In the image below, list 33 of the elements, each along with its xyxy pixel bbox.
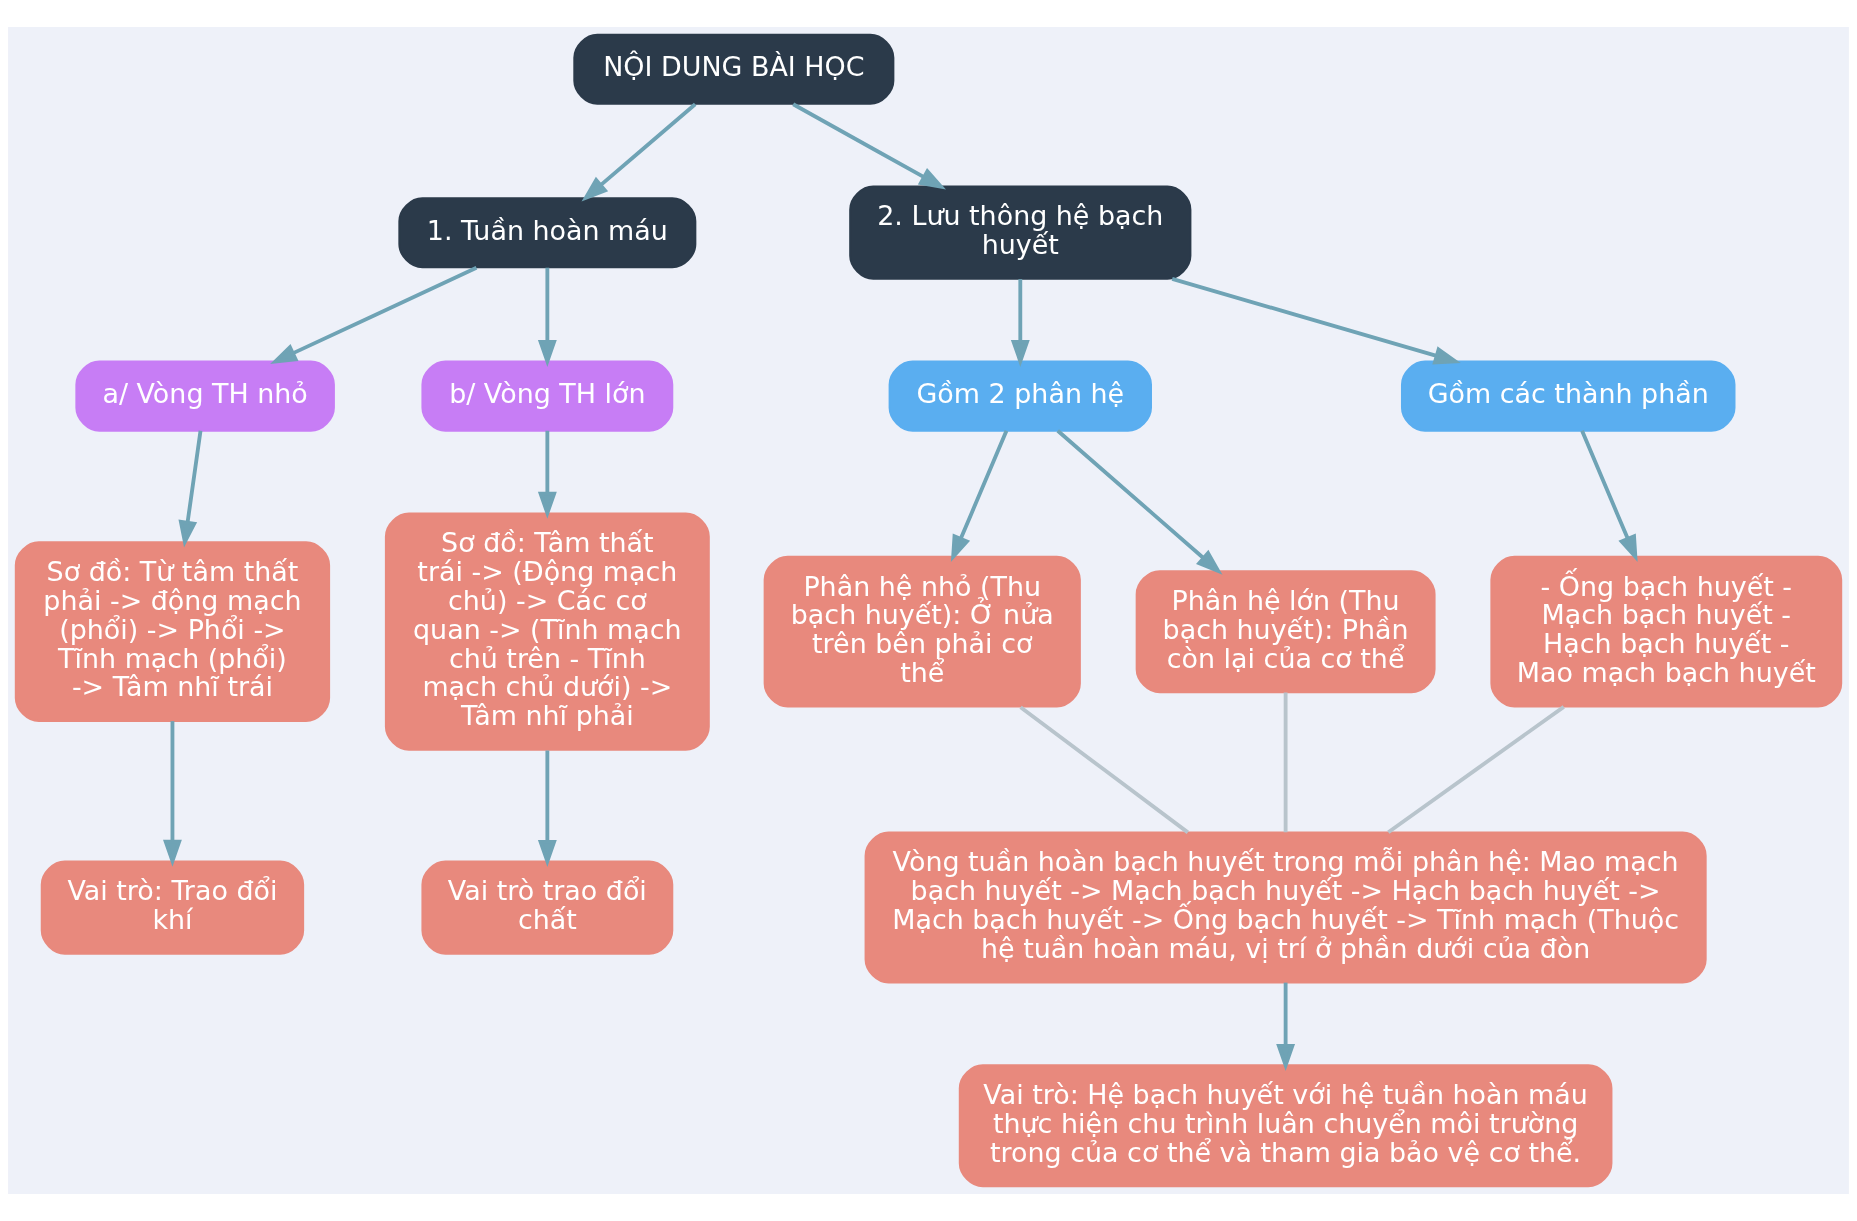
arrow bbox=[537, 430, 557, 519]
arrow bbox=[1056, 429, 1223, 575]
arrow bbox=[581, 102, 697, 202]
arrow bbox=[1010, 279, 1030, 367]
arrow bbox=[163, 721, 182, 867]
connector bbox=[1283, 692, 1288, 833]
connector bbox=[1387, 705, 1565, 834]
arrow bbox=[1276, 982, 1296, 1071]
node-box: Gồm 2 phân hệ bbox=[888, 360, 1152, 432]
arrow bbox=[270, 265, 478, 364]
node-box: Vai trò trao đổi chất bbox=[421, 860, 674, 955]
connector bbox=[1019, 705, 1189, 834]
node-box: - Ống bạch huyết - Mạch bạch huyết - Hạch bạch huyết - Mao mạch bạch huyết bbox=[1490, 555, 1843, 708]
arrow bbox=[537, 267, 557, 367]
node-box: Phân hệ lớn (Thu bạch huyết): Phần còn lại của cơ thể bbox=[1135, 570, 1436, 694]
node-box: Sơ đồ: Từ tâm thất phải -> động mạch (phổi) -> Phổi -> Tĩnh mạch (phổi) -> Tâm nhĩ trái bbox=[14, 541, 331, 722]
arrow bbox=[537, 750, 557, 867]
node-box: b/ Vòng TH lớn bbox=[421, 360, 674, 432]
node-box: Vòng tuần hoàn bạch huyết trong mỗi phân hệ: Mao mạch bạch huyết -> Mạch bạch huyết -> Hạch bạch huyết -> Mạch bạch huyết -> Ống bạch huyết -> Tĩnh mạch (Thuộc hệ tuần hoàn máu, vị trí ở phần dưới của đòn bbox=[864, 831, 1707, 984]
node-box: NỘI DUNG BÀI HỌC bbox=[573, 33, 895, 105]
node-box: Vai trò: Trao đổi khí bbox=[40, 860, 305, 955]
node-box: 2. Lưu thông hệ bạch huyết bbox=[849, 185, 1192, 280]
node-box: Sơ đồ: Tâm thất trái -> (Động mạch chủ) -> Các cơ quan -> (Tĩnh mạch chủ trên - Tĩnh mạch chủ dưới) -> Tâm nhĩ phải bbox=[384, 512, 710, 751]
arrow bbox=[792, 102, 946, 190]
arrow bbox=[1580, 430, 1638, 562]
arrow bbox=[1171, 277, 1461, 365]
arrow bbox=[178, 430, 203, 548]
node-box: 1. Tuần hoàn máu bbox=[398, 197, 697, 269]
node-box: Gồm các thành phần bbox=[1400, 360, 1736, 432]
node-box: Vai trò: Hệ bạch huyết với hệ tuần hoàn máu thực hiện chu trình luân chuyển môi trường trong của cơ thể và tham gia bảo vệ cơ thể. bbox=[958, 1064, 1613, 1188]
arrow bbox=[950, 430, 1009, 562]
node-box: Phân hệ nhỏ (Thu bạch huyết): Ở nửa trên bên phải cơ thể bbox=[763, 555, 1081, 708]
node-box: a/ Vòng TH nhỏ bbox=[75, 360, 335, 432]
